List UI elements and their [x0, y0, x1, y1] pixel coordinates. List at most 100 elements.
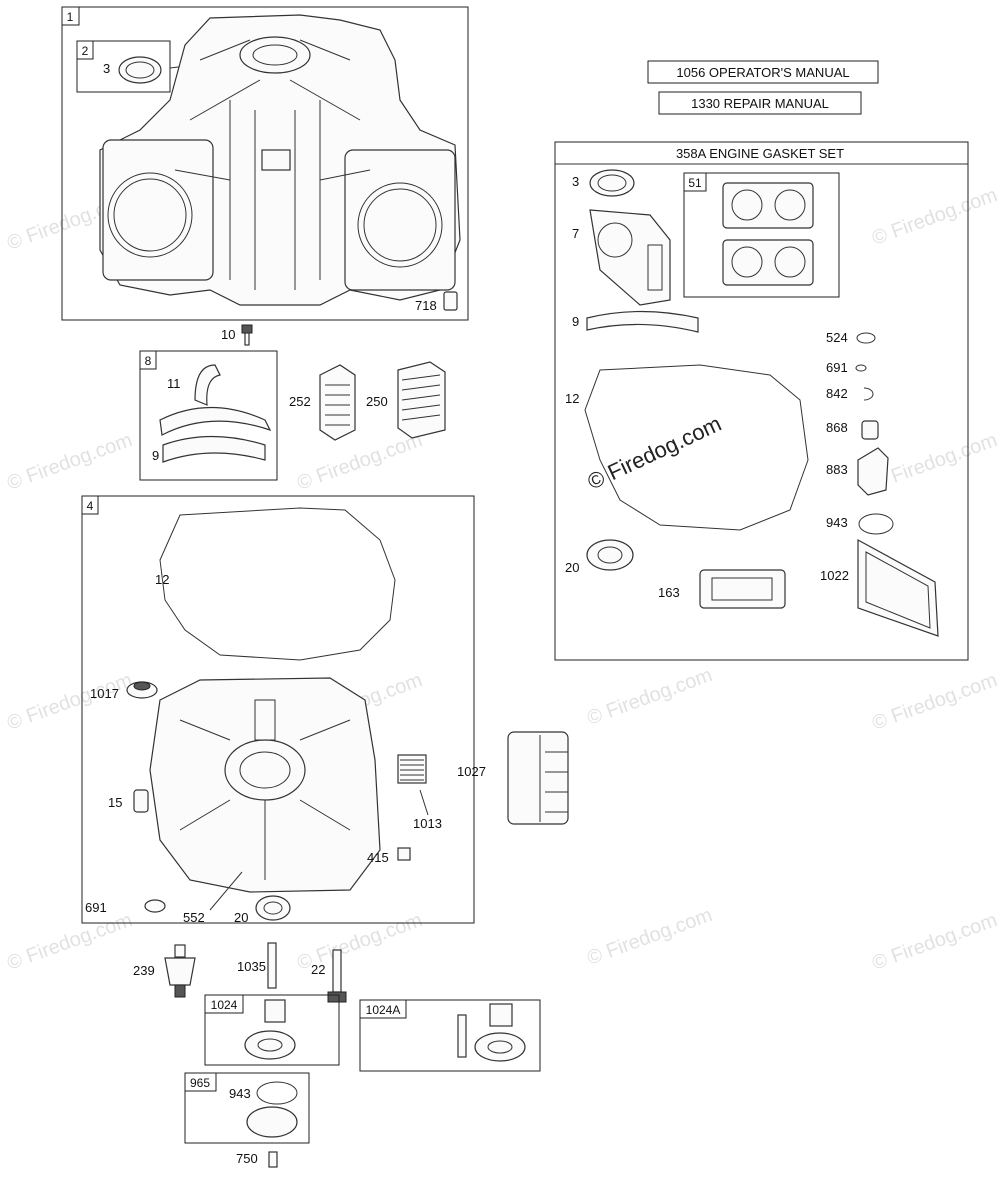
group-965-box — [184, 1072, 310, 1144]
repair-manual-label: 1330 REPAIR MANUAL — [691, 96, 829, 111]
leader-line — [209, 871, 243, 911]
clip-842 — [863, 387, 874, 401]
group-965: 965 943 — [184, 1072, 310, 1144]
group-1024-tab-label: 1024 — [211, 998, 238, 1012]
o-ring-943 — [858, 513, 894, 535]
gasket-set-box — [554, 141, 969, 661]
label-252: 252 — [289, 394, 311, 409]
label-22: 22 — [311, 962, 325, 977]
label-250: 250 — [366, 394, 388, 409]
oil-seal-20 — [586, 539, 634, 571]
group-4-crankcase: 4 12 1017 15 1013 415 691 552 20 — [81, 495, 475, 925]
crankcase-cover — [149, 677, 381, 893]
leader-line — [419, 789, 429, 816]
label-11: 11 — [167, 376, 181, 391]
label-239: 239 — [133, 963, 155, 978]
seal-3 — [118, 56, 162, 84]
group-8-tab — [139, 350, 157, 370]
group-51-tab — [683, 172, 707, 192]
label-691: 691 — [85, 900, 107, 915]
watermark: © Firedog.com — [869, 669, 1000, 735]
group-4-box — [81, 495, 475, 924]
gasket-163 — [699, 569, 786, 609]
label-415: 415 — [367, 850, 389, 865]
gasket-seal-3 — [589, 169, 635, 197]
gasket-label-9: 9 — [572, 314, 579, 329]
label-552: 552 — [183, 910, 205, 925]
gasket-label-883: 883 — [826, 462, 848, 477]
group-4-tab — [81, 495, 99, 515]
head-gasket-7 — [589, 209, 671, 306]
group-1024a-tab-label: 1024A — [366, 1003, 401, 1017]
group-2-box — [76, 40, 171, 93]
group-1-box — [61, 6, 469, 321]
group-965-tab-label: 965 — [190, 1076, 210, 1090]
label-1035: 1035 — [237, 959, 266, 974]
watermarks: © Firedog.com © Firedog.com © Firedog.co… — [4, 184, 1000, 975]
operators-manual-label: 1056 OPERATOR'S MANUAL — [676, 65, 849, 80]
operators-manual-box — [647, 60, 879, 84]
o-ring-943 — [256, 1081, 298, 1105]
dowel-718 — [443, 291, 458, 311]
breather-cover — [159, 407, 272, 436]
group-1024-tab — [204, 994, 244, 1014]
head-gasket-pair — [722, 182, 814, 286]
label-1027: 1027 — [457, 764, 486, 779]
filter-250 — [397, 361, 446, 439]
gasket-label-7: 7 — [572, 226, 579, 241]
group-1024a-tab — [359, 999, 407, 1019]
label-15: 15 — [108, 795, 122, 810]
group-2-tab-label: 2 — [82, 44, 89, 58]
group-1024a-box — [359, 999, 541, 1072]
gasket-label-842: 842 — [826, 386, 848, 401]
label-718: 718 — [415, 298, 437, 313]
cylinder-block — [99, 14, 461, 306]
ring-524 — [856, 332, 876, 344]
repair-manual-box — [658, 91, 862, 115]
label-9: 9 — [152, 448, 159, 463]
gasket-label-12: 12 — [565, 391, 579, 406]
cover-plate — [246, 1106, 298, 1138]
watermark: © Firedog.com — [584, 904, 715, 970]
label-1013: 1013 — [413, 816, 442, 831]
gasket-label-524: 524 — [826, 330, 848, 345]
group-8-tab-label: 8 — [145, 354, 152, 368]
gasket-set-title: 358A ENGINE GASKET SET — [676, 146, 844, 161]
plug-15 — [133, 789, 149, 813]
screw-750 — [268, 1151, 278, 1168]
label-20: 20 — [234, 910, 248, 925]
group-8-box — [139, 350, 278, 481]
manuals: 1056 OPERATOR'S MANUAL 1330 REPAIR MANUA… — [647, 60, 879, 115]
spring-1013 — [397, 754, 427, 784]
watermark: © Firedog.com — [869, 909, 1000, 975]
group-1024: 1024 — [204, 994, 340, 1066]
group-1-cylinder: 1 2 3 718 — [61, 6, 469, 321]
seal-3-inner — [125, 61, 155, 79]
part-415 — [397, 847, 411, 861]
watermark: © Firedog.com — [584, 664, 715, 730]
group-1-tab — [61, 6, 80, 26]
filter-252 — [319, 364, 356, 441]
gasket-12 — [159, 507, 396, 661]
gasket-set-panel: 358A ENGINE GASKET SET 3 51 7 9 12 © Fir… — [554, 141, 969, 661]
gasket-label-868: 868 — [826, 420, 848, 435]
watermark: © Firedog.com — [4, 429, 135, 495]
gasket-9 — [586, 310, 699, 333]
label-943: 943 — [229, 1086, 251, 1101]
seal-691 — [144, 899, 166, 913]
gasket-label-1022: 1022 — [820, 568, 849, 583]
shaft-1035 — [267, 942, 277, 989]
watermark: © Firedog.com — [4, 909, 135, 975]
gasket-label-3: 3 — [572, 174, 579, 189]
group-1024a: 1024A — [359, 999, 541, 1072]
sensor-239 — [164, 944, 196, 998]
screw-10 — [241, 324, 253, 346]
part-868 — [861, 420, 879, 440]
gasket-883 — [857, 447, 889, 496]
watermark: © Firedog.com — [869, 429, 1000, 495]
seal-691 — [855, 364, 867, 372]
gasket-label-163: 163 — [658, 585, 680, 600]
label-3: 3 — [103, 61, 110, 76]
gasket-label-20: 20 — [565, 560, 579, 575]
